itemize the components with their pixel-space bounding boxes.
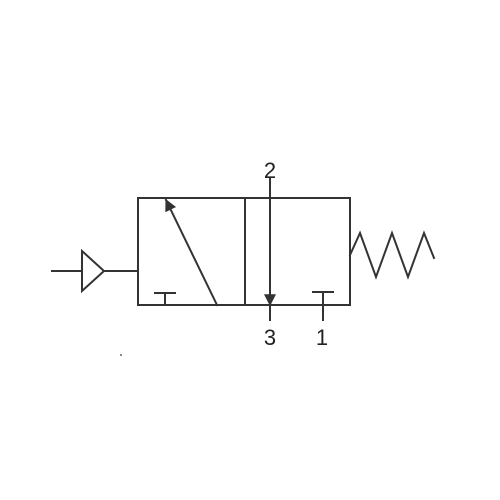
valve-box-right: [244, 197, 351, 306]
port-label-2: 2: [264, 158, 276, 183]
pilot-triangle-icon: [81, 248, 106, 294]
stray-dot: [120, 354, 122, 356]
spring-icon: [348, 230, 436, 280]
port-label-1: 1: [316, 325, 328, 350]
flow-arrow-diagonal: [164, 198, 219, 307]
port-label-3: 3: [264, 325, 276, 350]
